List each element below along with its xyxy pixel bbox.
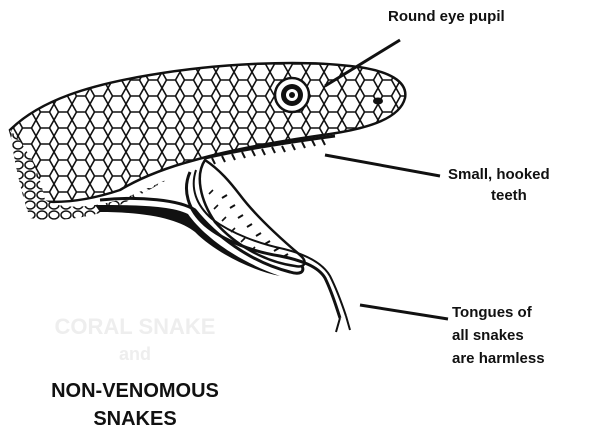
tongue-label-line3: are harmless: [452, 350, 545, 368]
eye: [275, 78, 309, 112]
title-line2: SNAKES: [20, 408, 250, 430]
teeth-label-line1: Small, hooked: [448, 166, 550, 184]
faded-caption-line1: CORAL SNAKE: [30, 314, 240, 340]
teeth-label-line2: teeth: [491, 187, 527, 205]
tongue-label-line2: all snakes: [452, 327, 524, 345]
title-line1: NON-VENOMOUS: [20, 380, 250, 402]
tongue-label-line1: Tongues of: [452, 304, 532, 322]
eye-pupil-label: Round eye pupil: [388, 8, 505, 26]
nostril: [373, 98, 383, 105]
faded-caption-line2: and: [30, 344, 240, 365]
